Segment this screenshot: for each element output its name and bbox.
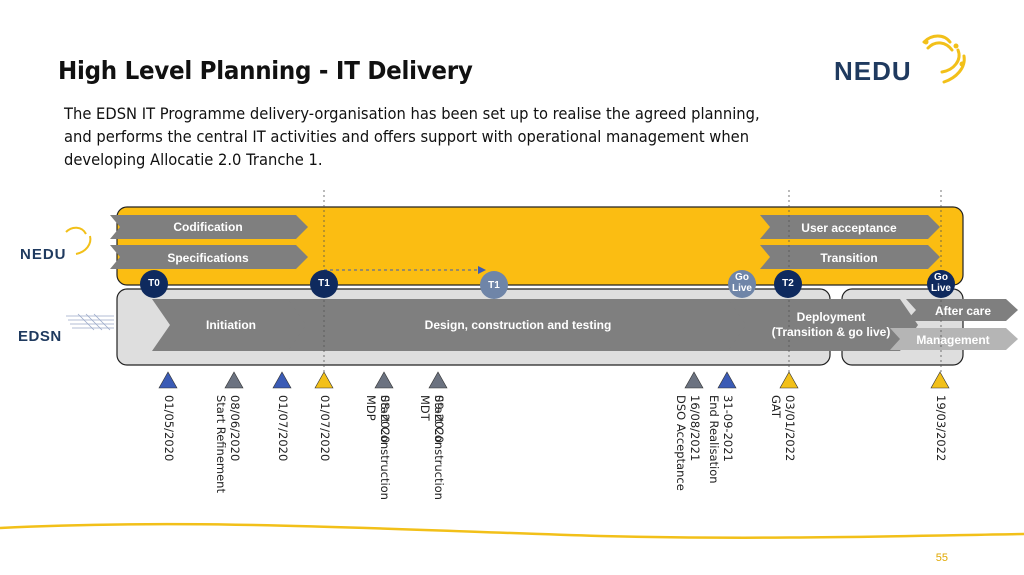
milestone-triangle [374,371,394,389]
codification-label: Codification [173,220,243,234]
milestone-description: Start Construction MDP [364,395,392,500]
milestone-triangle [158,371,178,389]
milestone-date: 08-2020 [378,395,392,444]
deployment-label-line1: Deployment [796,310,866,324]
milestone-description: End Realisation [707,395,721,484]
transition-bar [760,245,940,269]
user-acceptance-label: User acceptance [801,221,897,235]
deployment-chevron [728,299,918,351]
milestone-date: 31-09-2021 [721,395,735,462]
deployment-label-line2: (Transition & go live) [771,325,891,339]
milestone-triangle [717,371,737,389]
nedu-logo-mark-icon [922,34,966,84]
milestone-description: DSO Acceptance [674,395,688,491]
management-bar [890,328,1018,350]
design-chevron [288,299,756,351]
milestone-triangle [314,371,334,389]
nedu-small-mark-icon [65,226,92,255]
t1-faded-label: T1 [488,280,500,291]
t0-label: T0 [148,278,160,289]
edsn-lane-logo: EDSN [18,312,118,348]
milestone-date: 09-2020 [432,395,446,444]
milestone-date: 01/05/2020 [162,395,176,462]
milestone-date: 08/06/2020 [228,395,242,462]
go-live-1-circle [728,270,756,298]
milestone-date: 16/08/2021 [688,395,702,462]
milestone-markers [158,371,950,389]
milestone-triangle [272,371,292,389]
after-care-label: After care [934,304,992,318]
user-acceptance-bar [760,215,940,239]
milestone-triangle [684,371,704,389]
codification-bar [110,215,308,239]
page-number: 55 [935,552,948,564]
t1-label: T1 [318,278,330,289]
nedu-lane-label: NEDU [20,246,67,263]
go-live-2-label: Go Live [930,272,951,294]
page-title: High Level Planning - IT Delivery [58,56,473,85]
management-label: Management [916,333,990,347]
t0-circle [140,270,168,298]
t1-faded-circle [480,271,508,299]
t2-label: T2 [782,278,794,289]
milestone-description: Start Construction MDT [418,395,446,500]
specifications-bar [110,245,308,269]
milestone-date: 03/01/2022 [783,395,797,462]
milestone-description: GAT [769,395,783,418]
milestone-date: 01/07/2020 [318,395,332,462]
t1-circle [310,270,338,298]
nedu-lane-logo: NEDU [20,224,100,264]
edsn-lane-label: EDSN [18,328,62,345]
go-live-2-circle [927,270,955,298]
milestone-triangle [779,371,799,389]
nedu-logo-text: NEDU [834,56,912,86]
transition-label: Transition [820,251,878,265]
design-label: Design, construction and testing [424,318,612,332]
specifications-label: Specifications [167,251,249,265]
milestone-triangle [930,371,950,389]
after-care-bar [906,299,1018,321]
milestone-triangle [224,371,244,389]
milestone-date: 19/03/2022 [934,395,948,462]
edsn-mark-icon [66,313,114,331]
initiation-chevron [152,299,308,351]
milestone-triangle [428,371,448,389]
initiation-label: Initiation [206,318,256,332]
footer-swoosh [0,522,1024,539]
go-live-1-label: Go Live [731,272,752,294]
milestone-date: 01/07/2020 [276,395,290,462]
t2-circle [774,270,802,298]
intro-paragraph: The EDSN IT Programme delivery-organisat… [64,104,760,169]
arrow-head-icon [478,266,486,274]
milestone-description: Start Refinement [214,395,228,493]
nedu-logo: NEDU [832,30,972,90]
